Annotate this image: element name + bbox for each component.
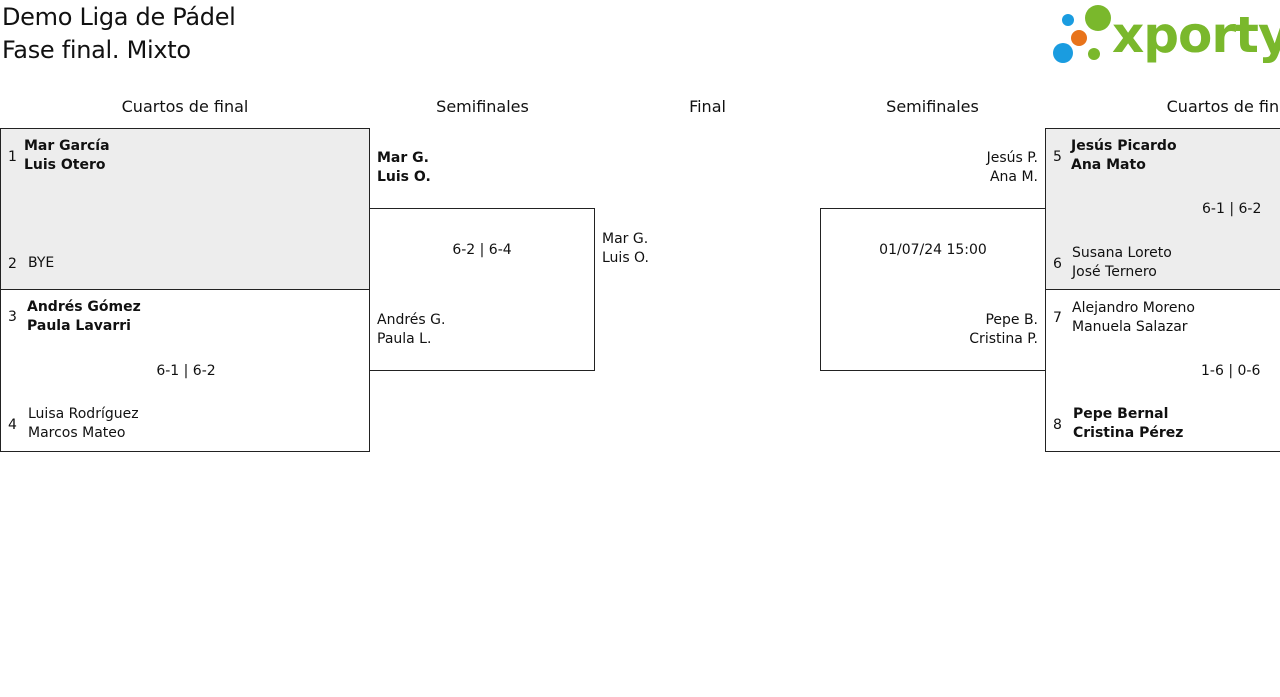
- match-left-quarter-2[interactable]: 3 Andrés Gómez Paula Lavarri 6-1 | 6-2 4…: [0, 289, 370, 452]
- column-header-left-semis: Semifinales: [436, 97, 529, 116]
- seed-number: 6: [1053, 256, 1062, 272]
- match-score: 6-1 | 6-2: [156, 363, 216, 379]
- team-name: Pepe Bernal: [1073, 406, 1169, 422]
- team-name: Jesús Picardo: [1071, 138, 1177, 154]
- match-schedule: 01/07/24 15:00: [879, 242, 987, 258]
- team-name: Luis Otero: [24, 157, 106, 173]
- xporty-logo: xporty: [1050, 3, 1280, 67]
- match-left-quarter-1[interactable]: 1 Mar García Luis Otero 2 BYE: [0, 128, 370, 290]
- column-header-right-quarters: Cuartos de final: [1166, 97, 1280, 116]
- column-header-final: Final: [689, 97, 726, 116]
- team-name: Andrés Gómez: [27, 299, 141, 315]
- match-score: 1-6 | 0-6: [1201, 363, 1261, 379]
- final-team-name: Luis O.: [602, 250, 649, 266]
- match-left-semi[interactable]: 6-2 | 6-4 Andrés G. Paula L.: [369, 208, 595, 371]
- semi-team-name: Jesús P.: [986, 150, 1038, 166]
- semi-team-name: Cristina P.: [969, 331, 1038, 347]
- team-name: Ana Mato: [1071, 157, 1146, 173]
- match-score: 6-2 | 6-4: [452, 242, 512, 258]
- column-header-right-semis: Semifinales: [886, 97, 979, 116]
- semi-team-name: Pepe B.: [985, 312, 1038, 328]
- semi-team-name: Andrés G.: [377, 312, 446, 328]
- seed-number: 7: [1053, 310, 1062, 326]
- seed-number: 3: [8, 309, 17, 325]
- page-title: Demo Liga de Pádel: [2, 3, 236, 31]
- semi-team-name: Mar G.: [377, 150, 429, 166]
- seed-number: 4: [8, 417, 17, 433]
- team-name: Luisa Rodríguez: [28, 406, 139, 422]
- team-name: Cristina Pérez: [1073, 425, 1184, 441]
- match-right-semi[interactable]: 01/07/24 15:00 Pepe B. Cristina P.: [820, 208, 1046, 371]
- xporty-logo-icon: [1053, 5, 1111, 63]
- match-score: 6-1 | 6-2: [1202, 201, 1262, 217]
- seed-number: 8: [1053, 417, 1062, 433]
- team-name: Marcos Mateo: [28, 425, 126, 441]
- semi-team-name: Luis O.: [377, 169, 431, 185]
- logo-text: xporty: [1112, 6, 1280, 64]
- seed-number: 2: [8, 256, 17, 272]
- team-name: BYE: [28, 255, 55, 271]
- team-name: Alejandro Moreno: [1072, 300, 1195, 316]
- team-name: Manuela Salazar: [1072, 319, 1188, 335]
- team-name: Paula Lavarri: [27, 318, 131, 334]
- team-name: Susana Loreto: [1072, 245, 1172, 261]
- team-name: Mar García: [24, 138, 110, 154]
- semi-team-name: Paula L.: [377, 331, 432, 347]
- match-right-quarter-1[interactable]: 5 Jesús Picardo Ana Mato 6-1 | 6-2 6 Sus…: [1045, 128, 1280, 290]
- final-team-name: Mar G.: [602, 231, 649, 247]
- column-header-left-quarters: Cuartos de final: [121, 97, 249, 116]
- team-name: José Ternero: [1072, 264, 1157, 280]
- page-subtitle: Fase final. Mixto: [2, 36, 191, 64]
- match-right-quarter-2[interactable]: 7 Alejandro Moreno Manuela Salazar 1-6 |…: [1045, 289, 1280, 452]
- seed-number: 5: [1053, 149, 1062, 165]
- semi-team-name: Ana M.: [989, 169, 1038, 185]
- seed-number: 1: [8, 149, 17, 165]
